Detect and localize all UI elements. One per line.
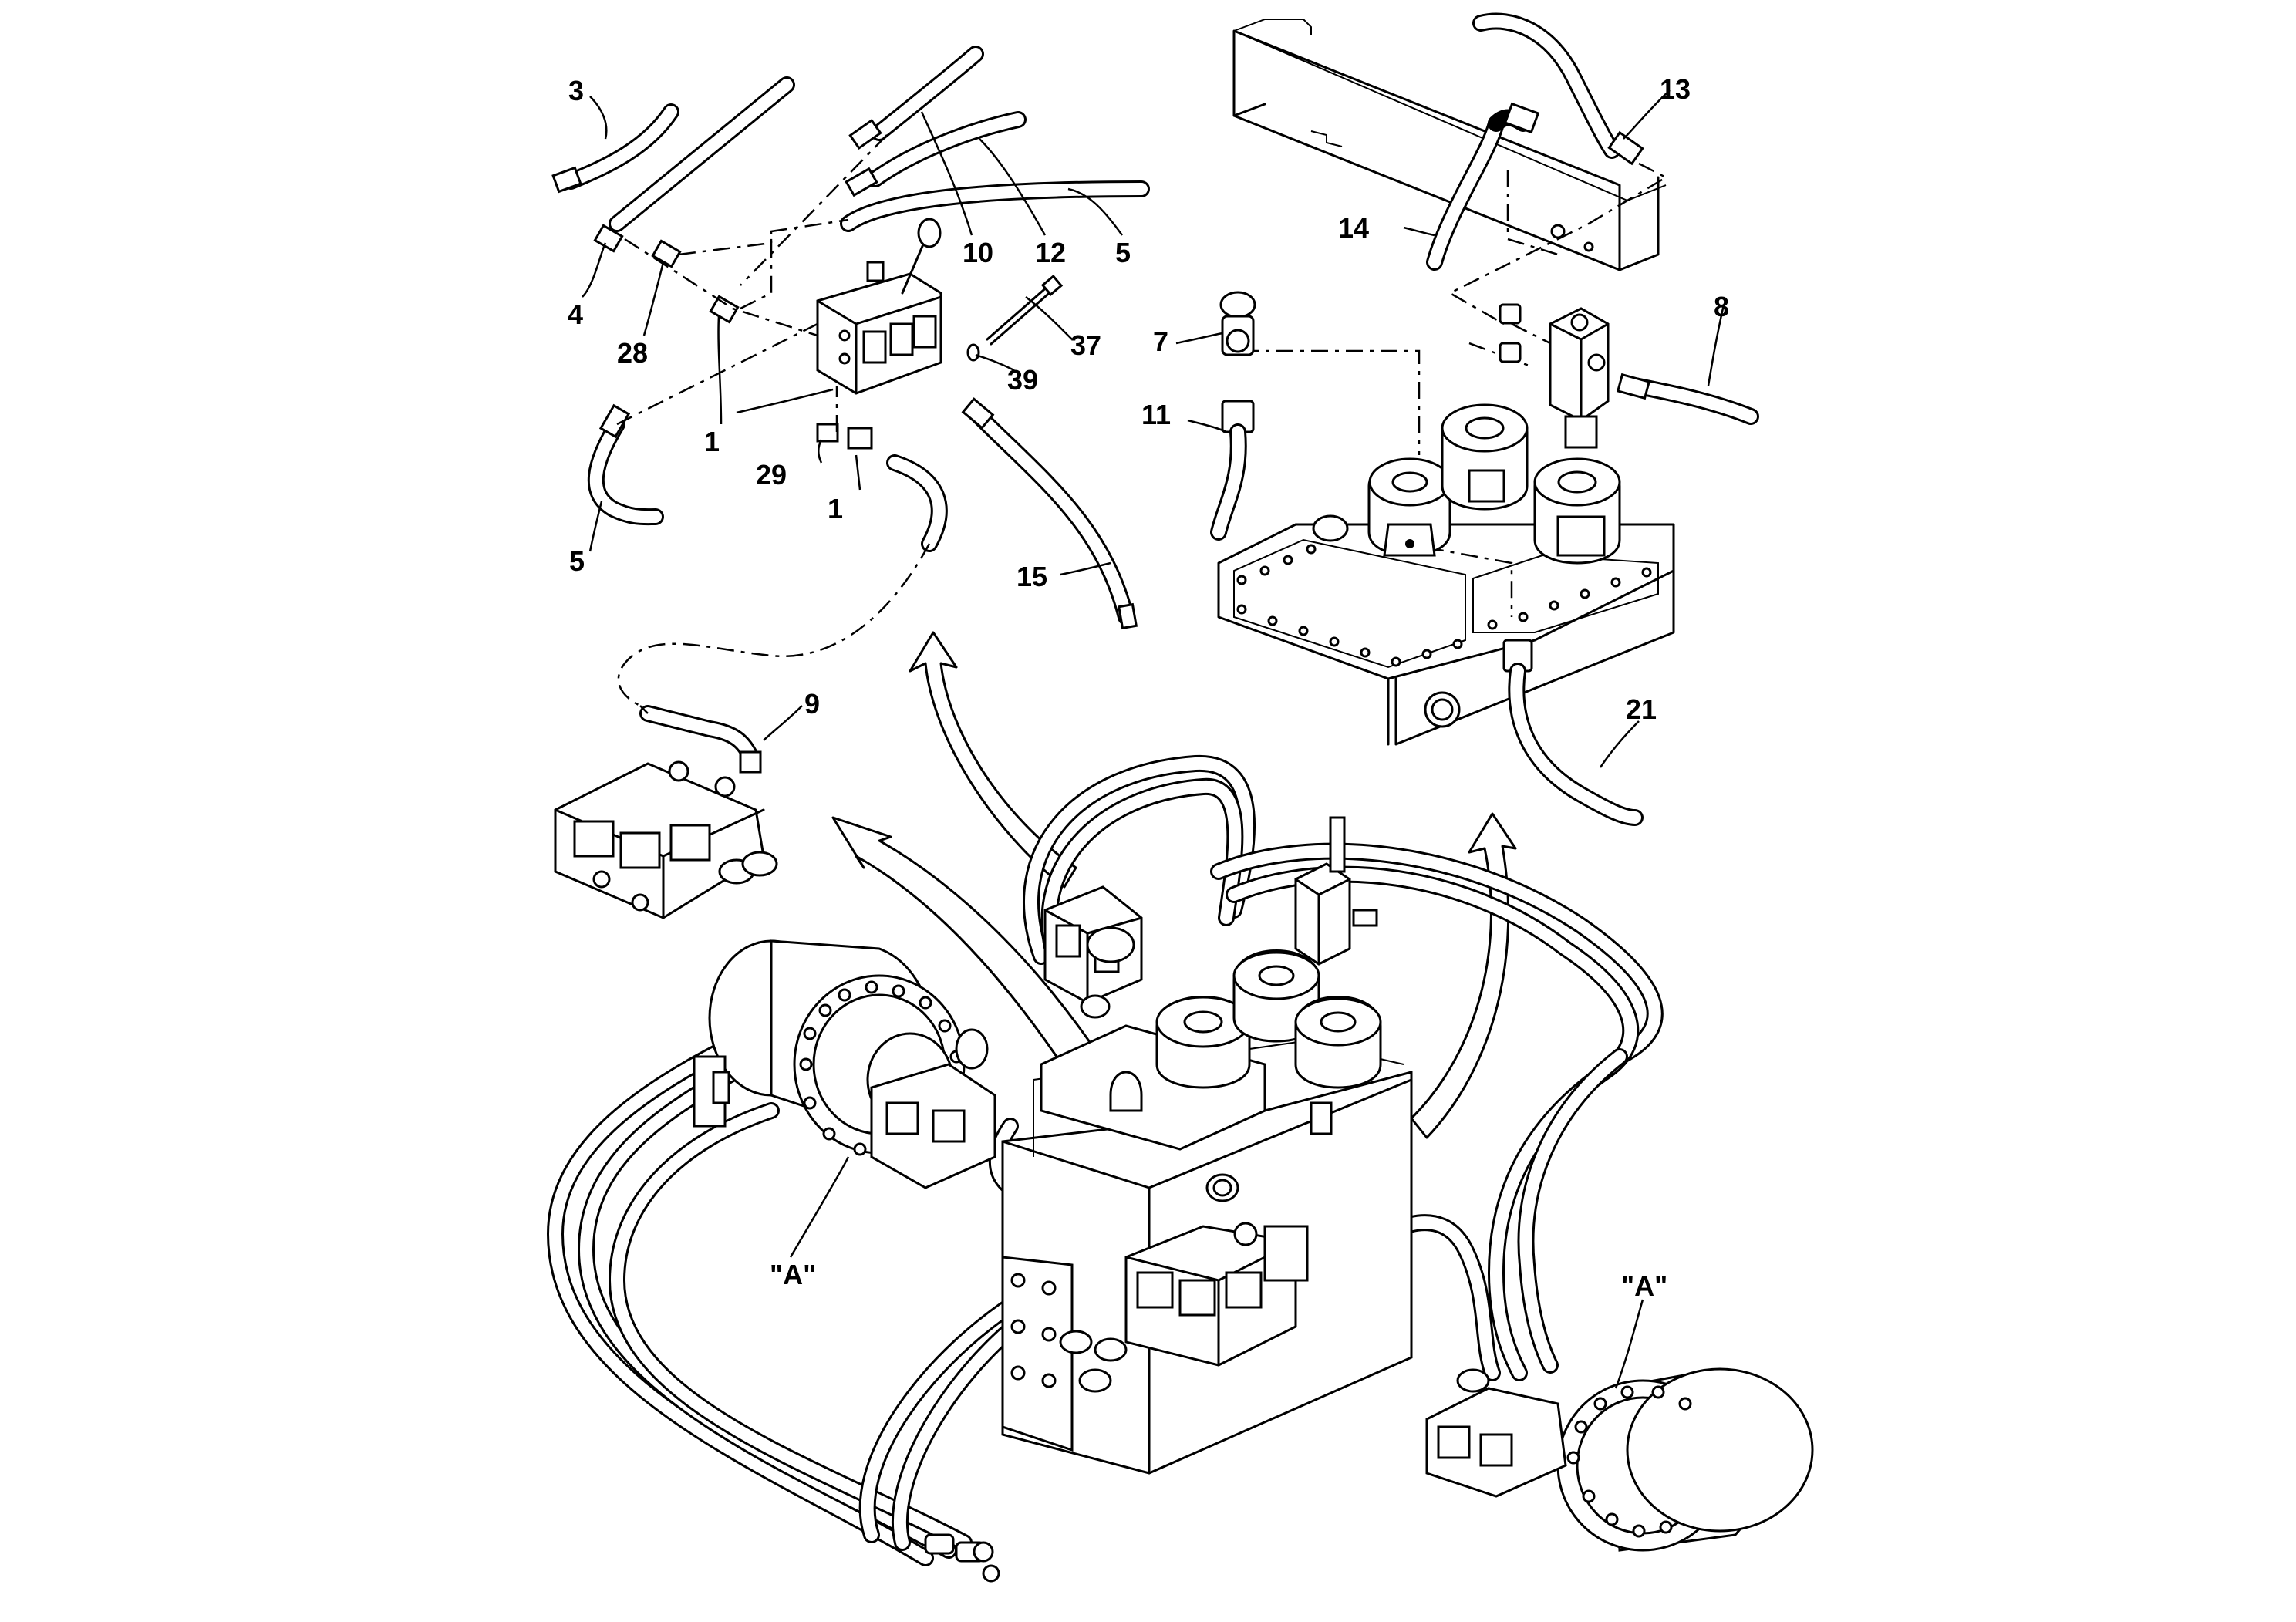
main-pump-left [1109,996,1251,1112]
hose-12 [845,111,1027,197]
hose-bundle-right [1318,1048,1628,1381]
callout-14: 14 [1338,212,1369,244]
callout-12: 12 [1035,237,1066,268]
callout-15: 15 [1017,561,1047,592]
callout-28: 28 [617,337,648,369]
hydraulic-pump-left [1367,457,1451,557]
hose-15 [961,397,1138,630]
hose-clamp-bottom [924,1533,1000,1583]
callout-9: 9 [804,688,820,720]
fitting-29 [816,423,839,443]
hydraulic-pump-right [1533,457,1621,565]
fitting-1-upper [709,295,740,324]
hydraulic-pump-middle [1441,403,1529,511]
hose-11 [1210,400,1255,541]
fitting-7 [1219,291,1256,356]
main-valve-block-front [1059,1222,1309,1393]
callout-1-lower: 1 [828,493,843,524]
callout-5-right: 5 [1115,237,1131,268]
hose-bundle-left [546,1017,1042,1566]
callout-13: 13 [1660,73,1691,105]
callout-1-upper: 1 [704,426,720,457]
main-pump-right [1294,996,1382,1089]
hose-clamp-left [693,1055,730,1128]
hose-5-left [587,403,664,526]
fitting-28 [651,239,682,268]
callout-A-left: "A" [770,1259,816,1290]
hose-21 [1502,639,1644,826]
hose-diagonal-upper [609,76,795,232]
main-assembly [546,754,1814,1583]
callout-39: 39 [1007,364,1038,396]
callout-37: 37 [1070,329,1101,361]
drive-motor-right [1425,1367,1814,1552]
tank-top-plate [1217,514,1675,746]
hose-14 [1426,102,1540,271]
callout-29: 29 [756,459,787,491]
pump-tank-detail [1210,12,1759,826]
control-valve-detail [551,46,1150,707]
hose-8 [1616,373,1759,425]
control-valve-block [816,218,942,395]
hose-10 [848,46,984,150]
callout-21: 21 [1626,693,1657,725]
valve-assembly-9 [554,705,778,919]
callout-arrow-right [1410,812,1517,1139]
callout-leaders [582,89,1725,1389]
bolt-37 [986,274,1064,346]
callout-3: 3 [568,75,584,106]
main-control-valve [1043,885,1143,1019]
callout-8: 8 [1714,291,1729,322]
hose-3 [551,103,679,194]
callout-10: 10 [963,237,993,268]
hose-13 [1472,12,1644,166]
callout-A-right: "A" [1621,1270,1667,1302]
main-directional-valve [1294,816,1378,966]
directional-valve [1499,303,1610,449]
drive-motor-left [708,939,996,1189]
callout-11: 11 [1141,399,1171,430]
hose-valve-down [617,454,948,707]
callout-5-left: 5 [569,545,585,577]
fitting-1-lower [847,427,873,450]
callout-7: 7 [1153,325,1168,357]
callout-4: 4 [568,298,583,330]
washer-39 [966,343,980,362]
callout-labels: 3 4 28 1 29 1 5 10 12 5 37 39 15 9 13 14… [568,73,1729,1302]
